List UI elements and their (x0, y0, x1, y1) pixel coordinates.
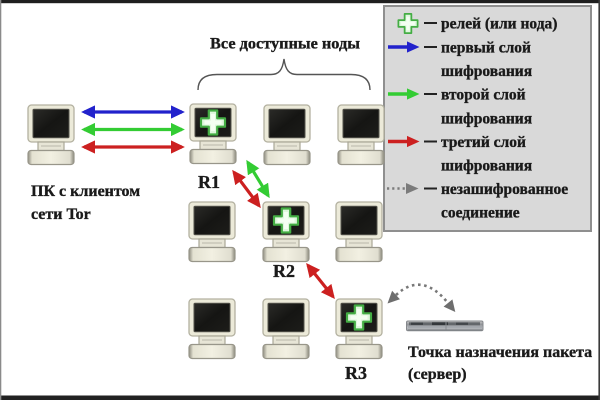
svg-text:соединение: соединение (441, 205, 520, 222)
svg-text:шифрования: шифрования (441, 63, 532, 80)
svg-text:Все доступные ноды: Все доступные ноды (210, 34, 360, 53)
svg-text:релей (или нода): релей (или нода) (441, 16, 557, 33)
svg-text:R1: R1 (198, 172, 220, 192)
svg-text:первый слой: первый слой (441, 40, 531, 57)
svg-text:R3: R3 (345, 363, 367, 383)
svg-text:незашифрованное: незашифрованное (441, 181, 568, 198)
svg-text:Точка назначения пакета: Точка назначения пакета (408, 344, 592, 361)
svg-text:R2: R2 (273, 261, 295, 281)
svg-text:ПК с клиентом: ПК с клиентом (31, 183, 140, 200)
svg-text:шифрования: шифрования (441, 111, 532, 128)
svg-text:(сервер): (сервер) (408, 366, 467, 383)
svg-text:третий слой: третий слой (441, 134, 526, 151)
svg-text:второй слой: второй слой (441, 87, 526, 104)
svg-text:шифрования: шифрования (441, 158, 532, 175)
svg-text:сети Tor: сети Tor (31, 206, 91, 223)
